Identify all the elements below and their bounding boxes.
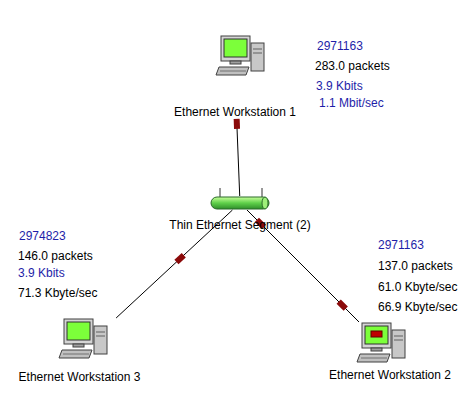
keyboard: [59, 350, 92, 358]
network-link: [237, 120, 240, 196]
computer-icon: [58, 318, 110, 364]
segment-cylinder: [208, 196, 272, 210]
traffic-stat: 66.9 Kbyte/sec: [378, 300, 457, 314]
cylinder-end: [262, 197, 268, 209]
traffic-stat: 137.0 packets: [378, 259, 453, 273]
cylinder-body: [211, 197, 269, 209]
key-row: [63, 354, 89, 355]
screen: [67, 322, 90, 340]
computer-icon: [215, 35, 267, 81]
screen: [224, 39, 247, 57]
traffic-stat: 1.1 Mbit/sec: [319, 96, 384, 110]
traffic-stat: 71.3 Kbyte/sec: [18, 286, 97, 300]
monitor: [64, 319, 93, 344]
link-marker: [234, 119, 240, 129]
traffic-stat: 3.9 Kbits: [316, 79, 363, 93]
workstation-node: Ethernet Workstation 1: [170, 35, 300, 120]
workstation-node: Ethernet Workstation 2: [322, 322, 458, 384]
traffic-stat: 3.9 Kbits: [18, 266, 65, 280]
traffic-stat: 61.0 Kbyte/sec: [378, 280, 457, 294]
key-row: [220, 71, 246, 72]
node-label: Thin Ethernet Segment (2): [169, 218, 310, 232]
tower: [94, 326, 107, 354]
key-row: [361, 358, 387, 359]
segment-node: Thin Ethernet Segment (2): [208, 196, 272, 210]
drive-slot: [96, 332, 105, 333]
monitor-stand: [371, 348, 382, 351]
link-marker: [174, 253, 185, 264]
traffic-stat: 283.0 packets: [315, 59, 390, 73]
drive-slot: [253, 53, 262, 54]
drive-slot: [253, 49, 262, 50]
computer-icon: [356, 322, 408, 368]
drive-slot: [394, 336, 403, 337]
tower: [251, 43, 264, 71]
tower: [392, 330, 405, 358]
monitor: [221, 36, 250, 61]
monitor-stand: [73, 344, 84, 347]
monitor: [362, 323, 391, 348]
screen: [365, 326, 388, 344]
node-label: Ethernet Workstation 2: [329, 368, 451, 382]
keyboard: [216, 67, 249, 75]
traffic-stat: 2974823: [19, 229, 66, 243]
node-label: Ethernet Workstation 3: [19, 370, 141, 384]
monitor-stand: [230, 61, 241, 64]
alert-mark: [371, 331, 382, 337]
node-label: Ethernet Workstation 1: [174, 105, 296, 119]
drive-slot: [96, 336, 105, 337]
keyboard: [357, 354, 390, 362]
drive-slot: [394, 340, 403, 341]
traffic-stat: 146.0 packets: [18, 249, 93, 263]
link-marker: [337, 300, 348, 311]
traffic-stat: 2971163: [378, 238, 424, 252]
workstation-node: Ethernet Workstation 3: [12, 318, 147, 386]
traffic-stat: 2971163: [317, 39, 363, 53]
